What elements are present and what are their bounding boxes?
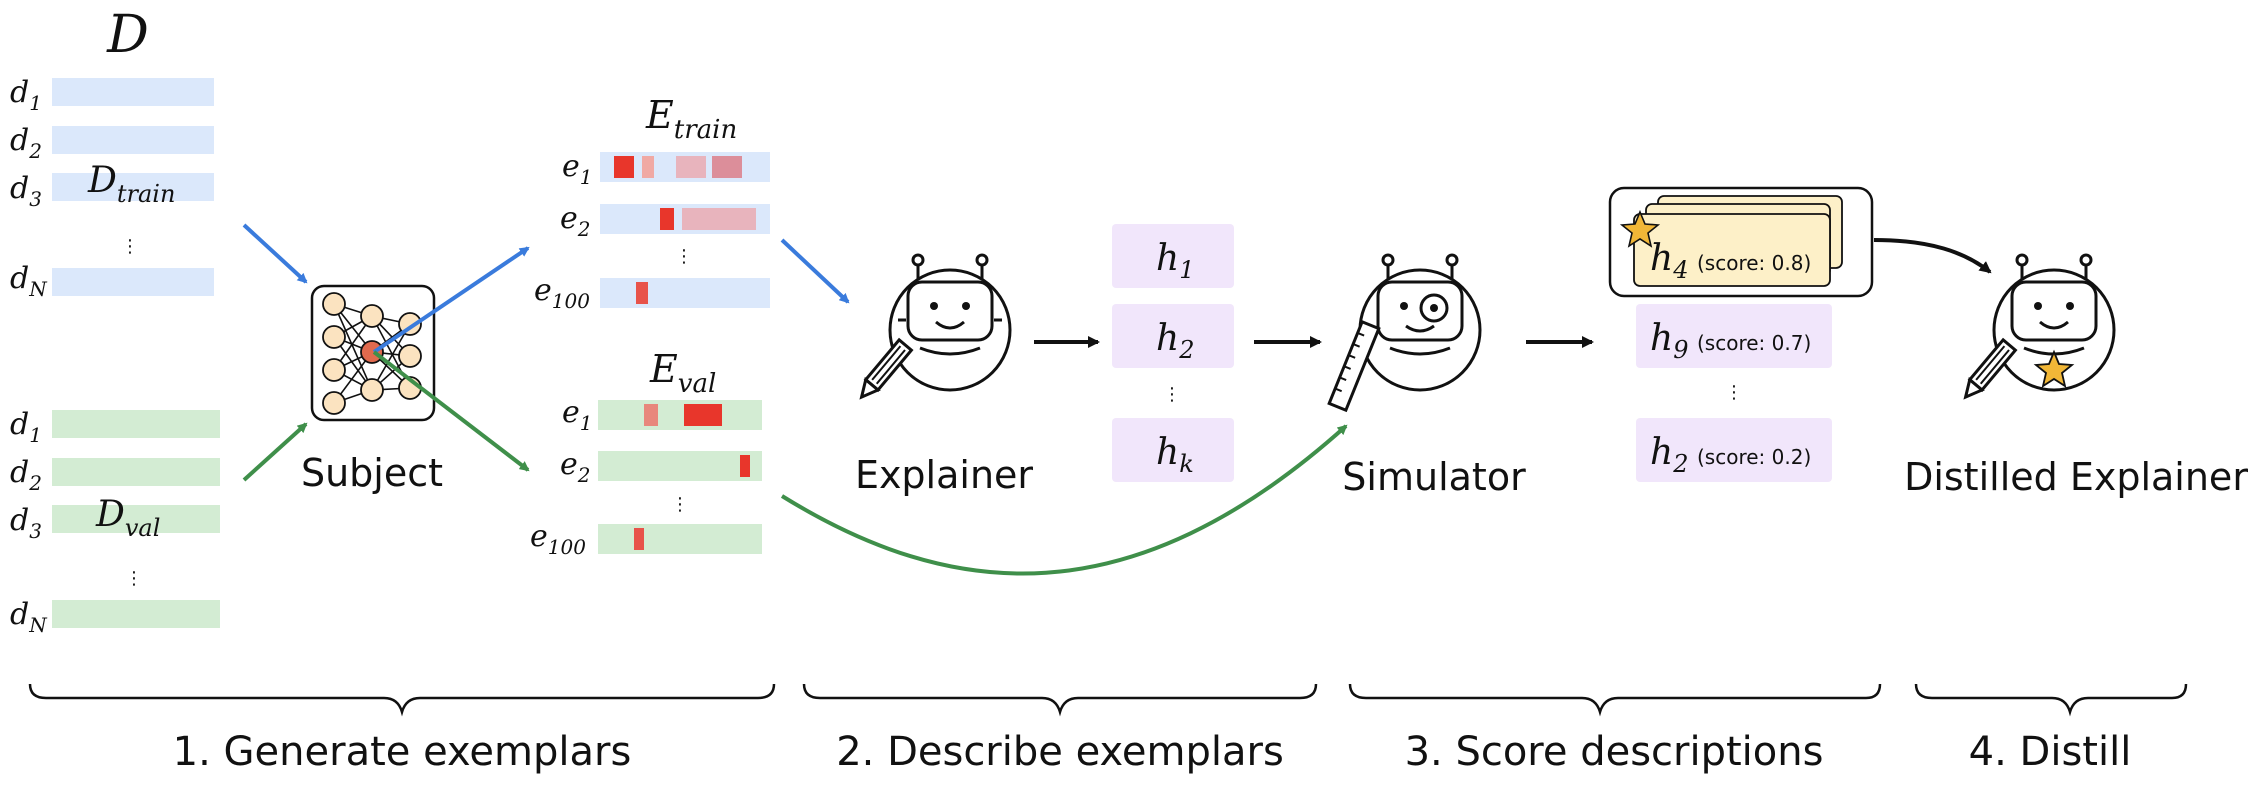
stage-4-label: 4. Distill (1969, 729, 2132, 775)
scored-hypothesis-label: h9 (1650, 318, 1688, 364)
scored-ellipsis: ⋮ (1725, 382, 1743, 403)
train-exemplars-to-explainer-arrow (780, 238, 850, 304)
scored-hypothesis-label: h4 (1650, 238, 1688, 284)
exemplar-band (598, 451, 762, 481)
hypothesis-label: h1 (1156, 238, 1194, 284)
simulator-label: Simulator (1342, 455, 1526, 499)
val-to-subject-arrow (242, 422, 308, 482)
activation-mark (634, 528, 644, 550)
best-to-distilled-arrow (1873, 238, 1992, 274)
activation-mark (684, 404, 722, 426)
subject-label: Subject (301, 451, 443, 495)
hypothesis-box (1636, 304, 1832, 368)
hypothesis-box (1112, 304, 1234, 368)
explainer-label: Explainer (855, 453, 1033, 497)
train-row-label: d3 (10, 171, 42, 211)
activation-mark (636, 282, 648, 304)
val-exemplar-label: e1 (562, 395, 593, 435)
val-dataset-label: Dval (95, 494, 160, 542)
train-band-1 (52, 78, 214, 106)
scored-hypothesis-label: h2 (1650, 432, 1688, 478)
val-band-n (52, 600, 220, 628)
score-text: (score: 0.8) (1697, 251, 1811, 275)
activation-mark (660, 208, 674, 230)
train-band-n (52, 268, 214, 296)
val-row-label: d3 (10, 503, 42, 543)
stage-4-brace (1914, 683, 2188, 717)
distilled-label: Distilled Explainer (1904, 455, 2248, 499)
hypothesis-box (1636, 418, 1832, 482)
stacked-card (1633, 213, 1831, 287)
activation-mark (614, 156, 634, 178)
stage-3-brace (1348, 683, 1882, 717)
train-to-subject-arrow (242, 223, 308, 284)
val-exemplars-to-simulator-arrow (780, 424, 1348, 576)
activation-mark (740, 455, 750, 477)
hypotheses-ellipsis: ⋮ (1163, 384, 1181, 405)
val-exemplar-label: e100 (530, 519, 586, 559)
stage-2-brace (802, 683, 1318, 717)
train-row-label: dN (10, 261, 48, 301)
activation-mark (682, 208, 756, 230)
exemplar-band (598, 400, 762, 430)
dataset-title: D (106, 5, 149, 65)
val-row-label: dN (10, 597, 48, 637)
star-icon (1619, 209, 1661, 248)
scored-hypotheses: h4 (score: 0.8) h9 (score: 0.7) ⋮ h2 (sc… (1608, 186, 1874, 482)
val-ellipsis: ⋮ (125, 568, 143, 589)
val-band-2 (52, 458, 220, 486)
stage-1-label: 1. Generate exemplars (173, 729, 632, 775)
subject-to-train-exemplars-arrow (372, 246, 530, 354)
val-band-3 (52, 505, 220, 533)
train-band-3 (52, 173, 214, 201)
train-band-2 (52, 126, 214, 154)
train-exemplar-label: e1 (562, 149, 593, 189)
val-row-label: d2 (10, 455, 42, 495)
hypothesis-label: h2 (1156, 318, 1194, 364)
subject-network-icon (310, 284, 436, 422)
activation-mark (644, 404, 658, 426)
activation-mark (712, 156, 742, 178)
train-ellipsis: ⋮ (121, 236, 139, 257)
activation-mark (642, 156, 654, 178)
activation-mark (676, 156, 706, 178)
train-exemplar-label: e2 (560, 201, 591, 241)
val-dataset: d1 d2 d3 dN Dval ⋮ (10, 407, 220, 637)
train-exemplars: e1 e2 e100 ⋮ (534, 149, 770, 313)
subject-to-val-exemplars-arrow (372, 350, 530, 472)
hypothesis-box (1112, 224, 1234, 288)
train-dataset-label: Dtrain (87, 160, 175, 208)
stage-2-label: 2. Describe exemplars (836, 729, 1284, 775)
exemplar-band (600, 278, 770, 308)
val-exemplars: e1 e2 e100 ⋮ (530, 395, 762, 559)
stage-3-label: 3. Score descriptions (1405, 729, 1824, 775)
hypothesis-label: hk (1156, 432, 1194, 478)
score-text: (score: 0.2) (1697, 445, 1811, 469)
simulator-robot-icon (1327, 253, 1482, 413)
val-exemplars-title: Eval (649, 347, 716, 399)
hypotheses-list: h1 h2 ⋮ hk (1112, 224, 1234, 482)
exemplar-band (598, 524, 762, 554)
train-row-label: d1 (10, 75, 42, 115)
train-exemplar-ellipsis: ⋮ (675, 246, 693, 267)
train-exemplar-label: e100 (534, 273, 590, 313)
hypothesis-box (1112, 418, 1234, 482)
stage-1-brace (28, 683, 776, 717)
stage-braces (28, 683, 2188, 717)
explainer-robot-icon (859, 253, 1012, 400)
val-band-1 (52, 410, 220, 438)
train-dataset: d1 d2 d3 dN Dtrain ⋮ (10, 75, 214, 301)
train-row-label: d2 (10, 123, 42, 163)
val-exemplar-ellipsis: ⋮ (671, 494, 689, 515)
val-row-label: d1 (10, 407, 42, 447)
score-text: (score: 0.7) (1697, 331, 1811, 355)
val-exemplar-label: e2 (560, 447, 591, 487)
distilled-robot-icon (1963, 253, 2116, 400)
train-exemplars-title: Etrain (645, 93, 737, 145)
